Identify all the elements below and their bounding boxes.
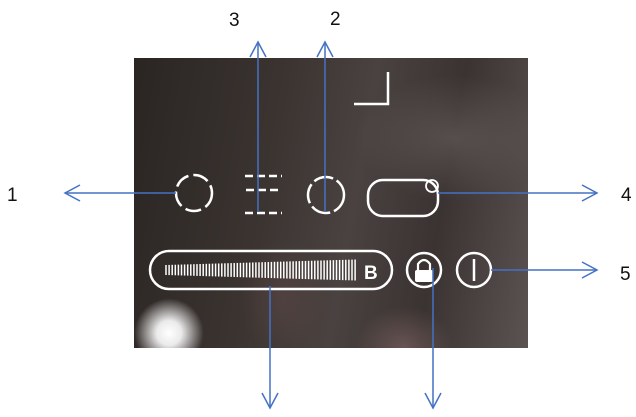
lock-icon [415, 258, 433, 282]
cooking-zone-2-icon[interactable] [306, 175, 346, 215]
slider-ticks [165, 259, 356, 281]
callout-label-5: 5 [620, 264, 631, 285]
timer-icon[interactable] [425, 179, 439, 193]
callout-label-1: 1 [7, 185, 18, 206]
callout-label-4: 4 [621, 185, 632, 206]
power-slider[interactable] [148, 249, 394, 291]
callout-label-3: 3 [229, 10, 240, 31]
child-lock-button[interactable] [405, 251, 443, 289]
callout-label-2: 2 [330, 9, 341, 30]
corner-bracket-icon [354, 72, 390, 106]
light-glare [134, 298, 204, 348]
booster-letter: B [364, 263, 378, 284]
cooktop-panel-photo [134, 58, 528, 348]
cooking-zone-1-icon[interactable] [174, 173, 214, 213]
oval-zone-icon[interactable] [366, 178, 440, 218]
bridge-zone-icon[interactable] [245, 174, 282, 215]
